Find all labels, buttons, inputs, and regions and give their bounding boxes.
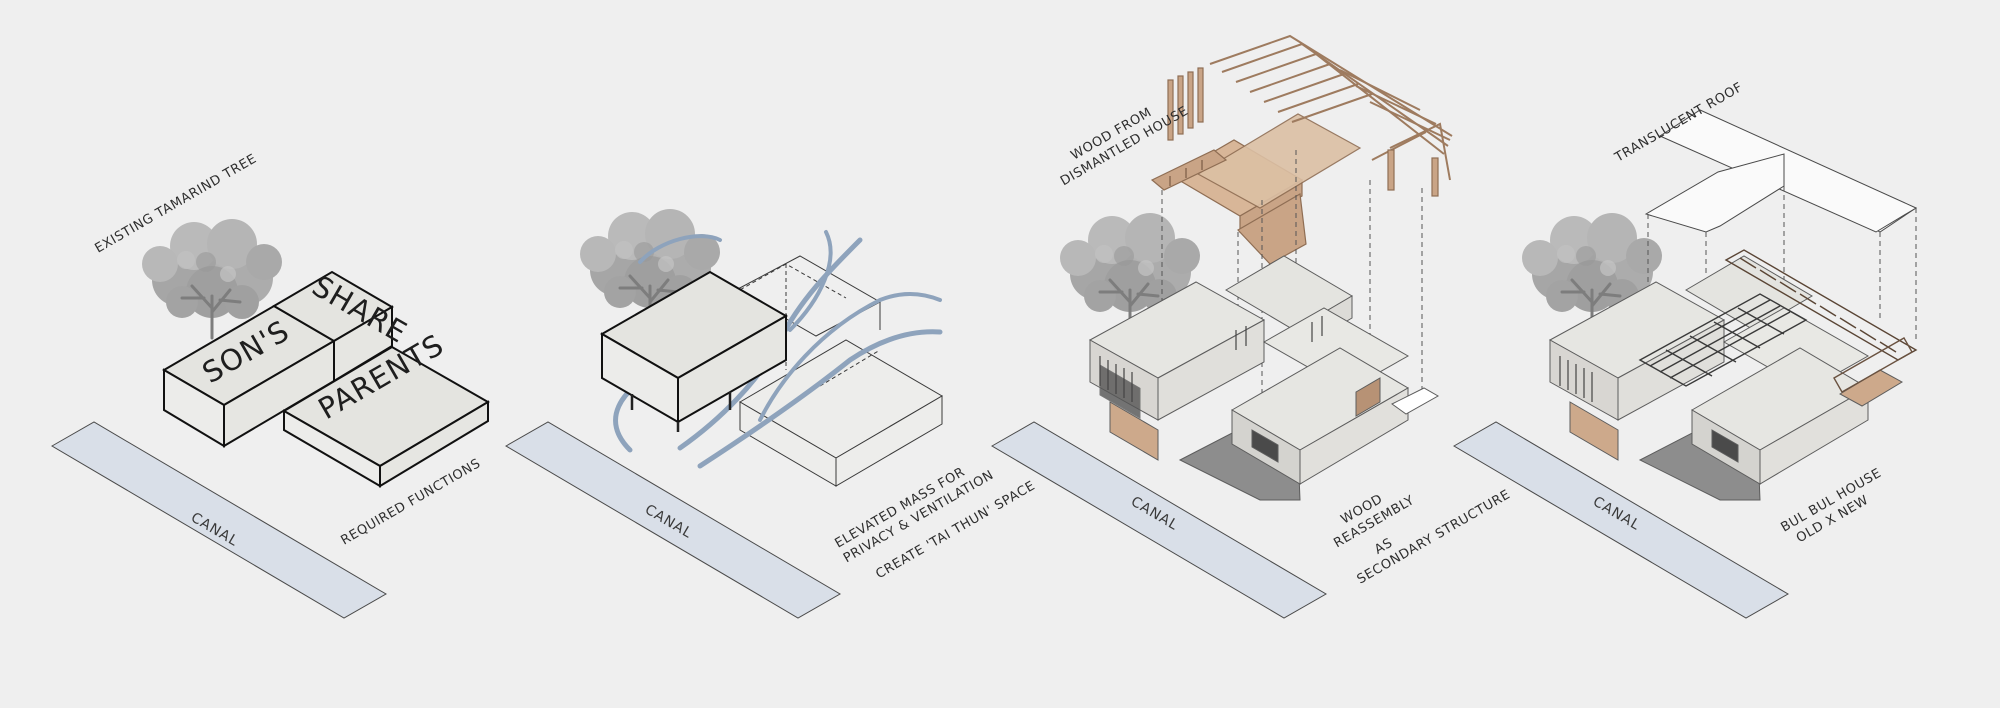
panel-1: CANAL SON'S SHARE PARENTS EXISTING TAMAR… — [51, 151, 490, 619]
house-model — [1548, 249, 1918, 501]
mass-parents — [282, 345, 490, 488]
canal-strip — [1453, 421, 1789, 619]
elevated-mass — [599, 270, 789, 432]
house-model — [1088, 255, 1440, 501]
panel-2: CANAL — [505, 207, 1038, 619]
wood-pergola — [1638, 249, 1918, 393]
pergola-beams — [1209, 34, 1453, 181]
panel-3: CANAL — [991, 34, 1513, 619]
translucent-roof — [1644, 109, 1918, 233]
wood-posts — [1167, 67, 1439, 197]
canal-strip — [991, 421, 1327, 619]
stilts — [630, 392, 732, 432]
mass-sons — [162, 304, 336, 448]
canal-strip — [51, 421, 387, 619]
mass-share — [272, 270, 394, 383]
canal-strip — [505, 421, 841, 619]
wood-structure-exploded — [1150, 34, 1453, 265]
bottom-label: BUL BUL HOUSE OLD X NEW — [1779, 463, 1897, 550]
panel-4: CANAL — [1453, 80, 1918, 619]
